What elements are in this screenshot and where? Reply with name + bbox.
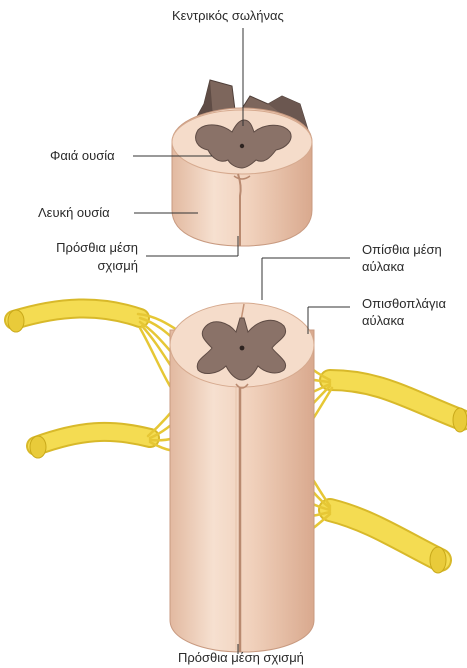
label-anterior-fissure-bottom: Πρόσθια μέση σχισμή [178, 650, 304, 666]
label-posterolateral-sulcus-line1: Οπισθοπλάγια [362, 296, 446, 312]
bottom-section [170, 303, 314, 652]
label-grey-matter: Φαιά ουσία [50, 148, 115, 164]
label-posterior-sulcus-line2: αύλακα [362, 259, 404, 275]
label-posterolateral-sulcus-line2: αύλακα [362, 313, 404, 329]
label-anterior-fissure-top-line1: Πρόσθια μέση [56, 240, 138, 256]
top-section [172, 80, 312, 246]
label-white-matter: Λευκή ουσία [38, 205, 110, 221]
label-central-canal: Κεντρικός σωλήνας [172, 8, 284, 24]
label-posterior-sulcus-line1: Οπίσθια μέση [362, 242, 442, 258]
label-anterior-fissure-top-line2: σχισμή [98, 258, 138, 274]
